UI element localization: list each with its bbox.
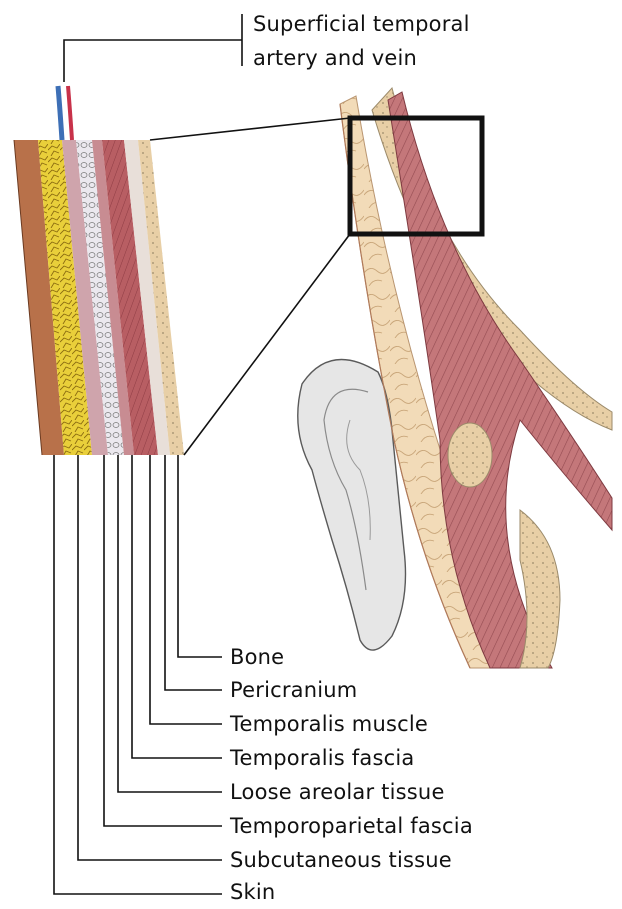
label-pericranium: Pericranium [230, 678, 357, 702]
layer-leader-lines [54, 455, 222, 894]
artery [68, 86, 72, 140]
leader-pericranium [165, 455, 222, 690]
leader-temporalis-fascia [132, 455, 222, 758]
zoom-connector-top [150, 118, 350, 140]
label-temporoparietal-fascia: Temporoparietal fascia [230, 814, 473, 838]
leader-temporoparietal-fascia [104, 455, 222, 826]
leader-temporalis-muscle [150, 455, 222, 724]
label-subcutaneous-tissue: Subcutaneous tissue [230, 848, 452, 872]
label-temporalis-muscle: Temporalis muscle [230, 712, 428, 736]
leader-skin [54, 455, 222, 894]
title-label-line-1: Superficial temporal [253, 12, 470, 36]
title-label-line-2: artery and vein [253, 46, 417, 70]
label-skin: Skin [230, 880, 275, 904]
label-loose-areolar-tissue: Loose areolar tissue [230, 780, 445, 804]
label-temporalis-fascia: Temporalis fascia [230, 746, 414, 770]
label-bone: Bone [230, 645, 284, 669]
head-cross-section-illustration [298, 88, 612, 668]
superficial-temporal-vessels [58, 86, 72, 140]
title-leader-line [64, 14, 242, 82]
leader-loose-areolar [118, 455, 222, 792]
vein [58, 86, 62, 140]
leader-bone [178, 455, 222, 657]
magnified-layer-strip [14, 140, 184, 455]
